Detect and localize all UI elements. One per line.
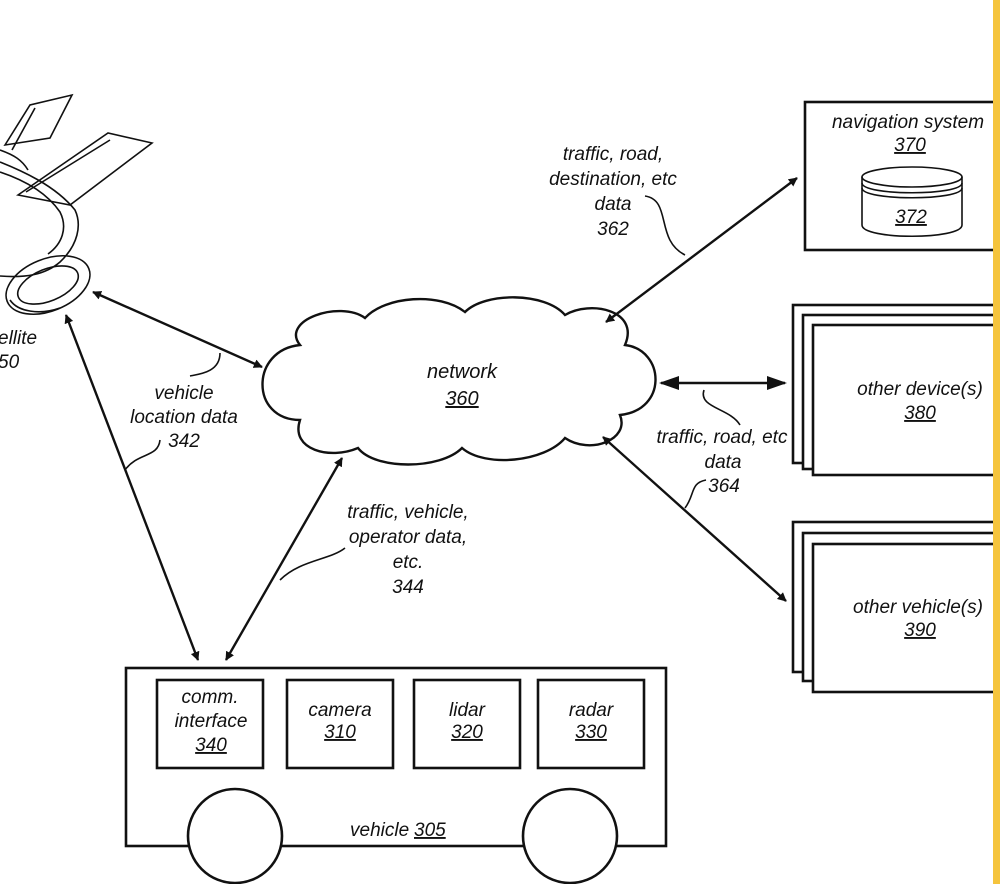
operator-link-line3: etc. (393, 552, 424, 573)
arrow-satellite-network (92, 290, 263, 369)
other-vehicles-label: other vehicle(s) (853, 597, 983, 618)
nav-link-line2: destination, etc (549, 169, 677, 190)
operator-link-line2: operator data, (349, 527, 467, 548)
arrow-satellite-vehicle (64, 314, 200, 661)
edge-stripe (993, 0, 1000, 884)
operator-link-line1: traffic, vehicle, (347, 502, 468, 523)
comm-interface-line2: interface (175, 711, 248, 732)
database-icon (861, 166, 963, 238)
other-vehicles-number: 390 (904, 620, 936, 641)
network-cloud (261, 296, 657, 466)
location-link-line2: location data (130, 407, 238, 428)
device-link-number: 364 (708, 476, 740, 497)
camera-number: 310 (324, 722, 356, 743)
vehicle-number: 305 (414, 820, 446, 841)
device-link-line1: traffic, road, etc (657, 427, 788, 448)
network-number: 360 (445, 388, 478, 410)
database-number: 372 (895, 207, 927, 228)
arrow-network-vehicles (602, 436, 787, 602)
navigation-system-box (803, 100, 1000, 252)
navigation-system-number: 370 (894, 135, 926, 156)
lidar-box (412, 678, 522, 770)
operator-link-number: 344 (392, 577, 424, 598)
leader-342-b (124, 439, 161, 471)
radar-box (536, 678, 646, 770)
leader-344 (279, 547, 346, 581)
navigation-system-label: navigation system (832, 112, 984, 133)
arrow-network-navigation (605, 177, 798, 323)
vehicle-label: vehicle (350, 820, 409, 841)
nav-link-line3: data (595, 194, 632, 215)
leader-364 (702, 389, 741, 426)
other-devices-stack (791, 303, 1000, 477)
location-link-number: 342 (168, 431, 200, 452)
other-devices-label: other device(s) (857, 379, 983, 400)
camera-box (285, 678, 395, 770)
other-vehicles-stack (791, 520, 1000, 694)
location-link-line1: vehicle (154, 383, 213, 404)
device-link-line2: data (705, 452, 742, 473)
vehicle-wheel-front (186, 787, 284, 884)
network-label: network (427, 361, 498, 383)
comm-interface-box (155, 678, 265, 770)
lidar-label: lidar (449, 700, 486, 721)
satellite-number: 50 (0, 352, 20, 373)
leader-364-b (684, 479, 707, 509)
vehicle-wheel-rear (521, 787, 619, 884)
nav-link-line1: traffic, road, (563, 144, 663, 165)
arrow-network-vehicle (224, 457, 344, 661)
radar-number: 330 (575, 722, 607, 743)
satellite-icon (0, 93, 154, 316)
camera-label: camera (308, 700, 371, 721)
other-devices-number: 380 (904, 403, 936, 424)
radar-label: radar (569, 700, 614, 721)
leader-362 (644, 195, 686, 256)
comm-interface-number: 340 (195, 735, 227, 756)
comm-interface-line1: comm. (182, 687, 239, 708)
nav-link-number: 362 (597, 219, 629, 240)
satellite-label: ellite (0, 328, 37, 349)
leader-342 (189, 352, 221, 377)
lidar-number: 320 (451, 722, 483, 743)
